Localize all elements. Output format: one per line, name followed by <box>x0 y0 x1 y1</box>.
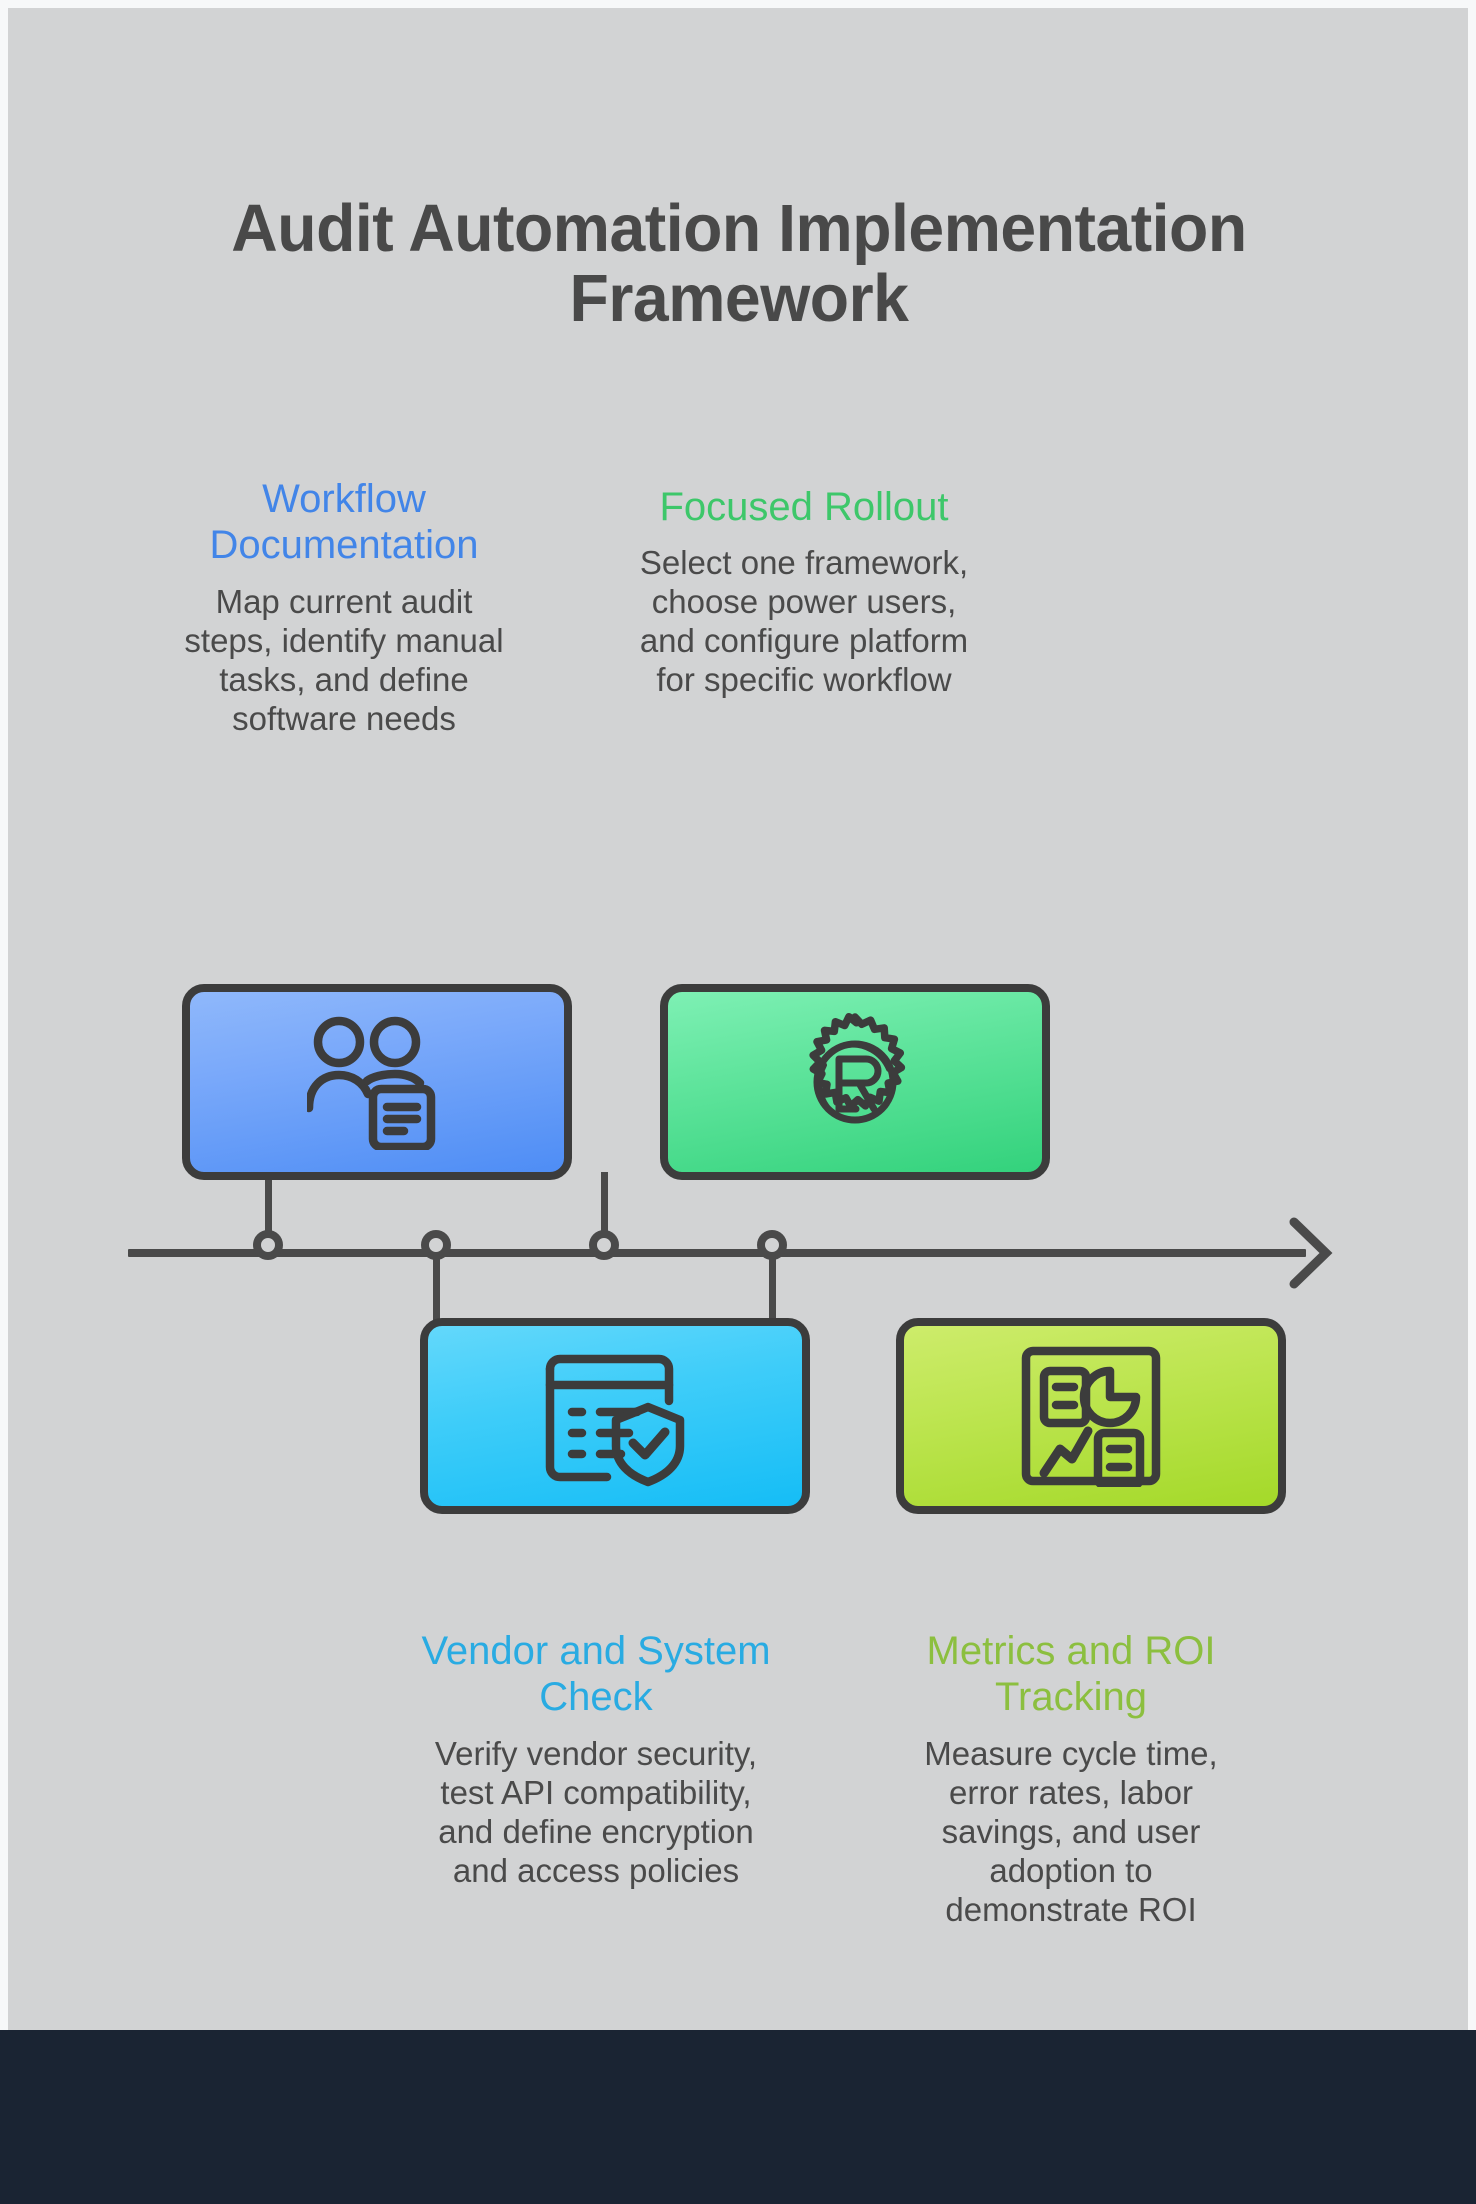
people-document-icon <box>307 1015 447 1150</box>
timeline-stem-2 <box>433 1256 440 1322</box>
step-heading-vendor-and-system-check: Vendor and System Check <box>421 1629 771 1720</box>
dashboard-analytics-icon <box>1020 1345 1162 1487</box>
chevron-right-arrow-icon <box>1288 1214 1336 1292</box>
step-body-metrics-and-roi-tracking: Measure cycle time, error rates, labor s… <box>924 1734 1218 1928</box>
step-icon-card-vendor-and-system-check[interactable] <box>420 1318 810 1514</box>
timeline-axis <box>128 1249 1306 1257</box>
step-label-vendor-and-system-check: Vendor and System Check Verify vendor se… <box>416 1628 776 1891</box>
step-body-workflow-documentation: Map current audit steps, identify manual… <box>184 582 504 737</box>
gear-rust-logo-icon <box>784 1011 926 1153</box>
step-heading-metrics-and-roi-tracking: Metrics and ROI Tracking <box>926 1629 1216 1720</box>
infographic-canvas: Audit Automation Implementation Framewor… <box>8 8 1468 2030</box>
document-shield-check-icon <box>541 1345 689 1487</box>
page-title: Audit Automation Implementation Framewor… <box>231 191 1247 337</box>
step-body-vendor-and-system-check: Verify vendor security, test API compati… <box>434 1734 758 1889</box>
timeline-node-2[interactable] <box>421 1230 451 1260</box>
footer-bar <box>0 2030 1476 2204</box>
timeline-node-4[interactable] <box>757 1230 787 1260</box>
step-heading-focused-rollout: Focused Rollout <box>659 485 949 529</box>
step-label-metrics-and-roi-tracking: Metrics and ROI Tracking Measure cycle t… <box>896 1628 1246 1929</box>
step-icon-card-metrics-and-roi-tracking[interactable] <box>896 1318 1286 1514</box>
step-label-workflow-documentation: Workflow Documentation Map current audit… <box>184 476 504 739</box>
step-body-focused-rollout: Select one framework, choose power users… <box>639 544 969 699</box>
timeline-stem-3 <box>601 1172 608 1234</box>
step-label-focused-rollout: Focused Rollout Select one framework, ch… <box>624 484 984 700</box>
step-icon-card-workflow-documentation[interactable] <box>182 984 572 1180</box>
timeline-stem-4 <box>769 1256 776 1322</box>
timeline-stem-1 <box>265 1172 272 1234</box>
step-icon-card-focused-rollout[interactable] <box>660 984 1050 1180</box>
step-heading-workflow-documentation: Workflow Documentation <box>209 477 479 568</box>
timeline-node-1[interactable] <box>253 1230 283 1260</box>
timeline-node-3[interactable] <box>589 1230 619 1260</box>
